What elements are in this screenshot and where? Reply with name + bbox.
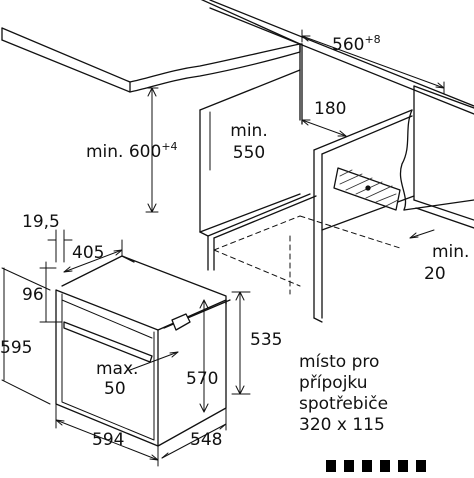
label-body-height: 535 [250, 330, 283, 350]
dimension-lines [1, 29, 445, 467]
label-side-clearance-value: 20 [424, 264, 446, 284]
label-panel-to-body: 405 [72, 243, 105, 263]
label-bottom-gap-value: 50 [104, 379, 126, 399]
label-side-clearance: min. [432, 242, 470, 262]
label-top-offset: 96 [22, 285, 44, 305]
label-front-height: 595 [0, 338, 33, 358]
label-cabinet-depth: min. 550 [230, 121, 268, 163]
label-front-width: 594 [92, 430, 125, 450]
note-line-1: místo pro [299, 352, 380, 372]
label-inner-height: 570 [186, 369, 219, 389]
cabinet-niche [199, 69, 317, 271]
note-line-4: 320 x 115 [299, 415, 385, 435]
note-line-2: přípojku [299, 373, 368, 393]
rear-wall [209, 0, 474, 201]
watermark-block [326, 456, 434, 474]
right-panel [313, 109, 474, 323]
label-body-depth: 548 [190, 430, 223, 450]
label-panel-gap: 19,5 [22, 212, 60, 232]
label-cabinet-width: 560+8 [332, 33, 381, 55]
label-rear-gap: 180 [314, 99, 347, 119]
label-cabinet-height: min. 600+4 [86, 140, 178, 162]
countertop [1, 0, 303, 93]
note-line-3: spotřebiče [299, 394, 389, 414]
connection-note: místo pro přípojku spotřebiče 320 x 115 [299, 352, 388, 436]
label-bottom-gap: max. [96, 359, 139, 379]
floor-outline [213, 215, 401, 295]
connection-box [333, 167, 401, 211]
